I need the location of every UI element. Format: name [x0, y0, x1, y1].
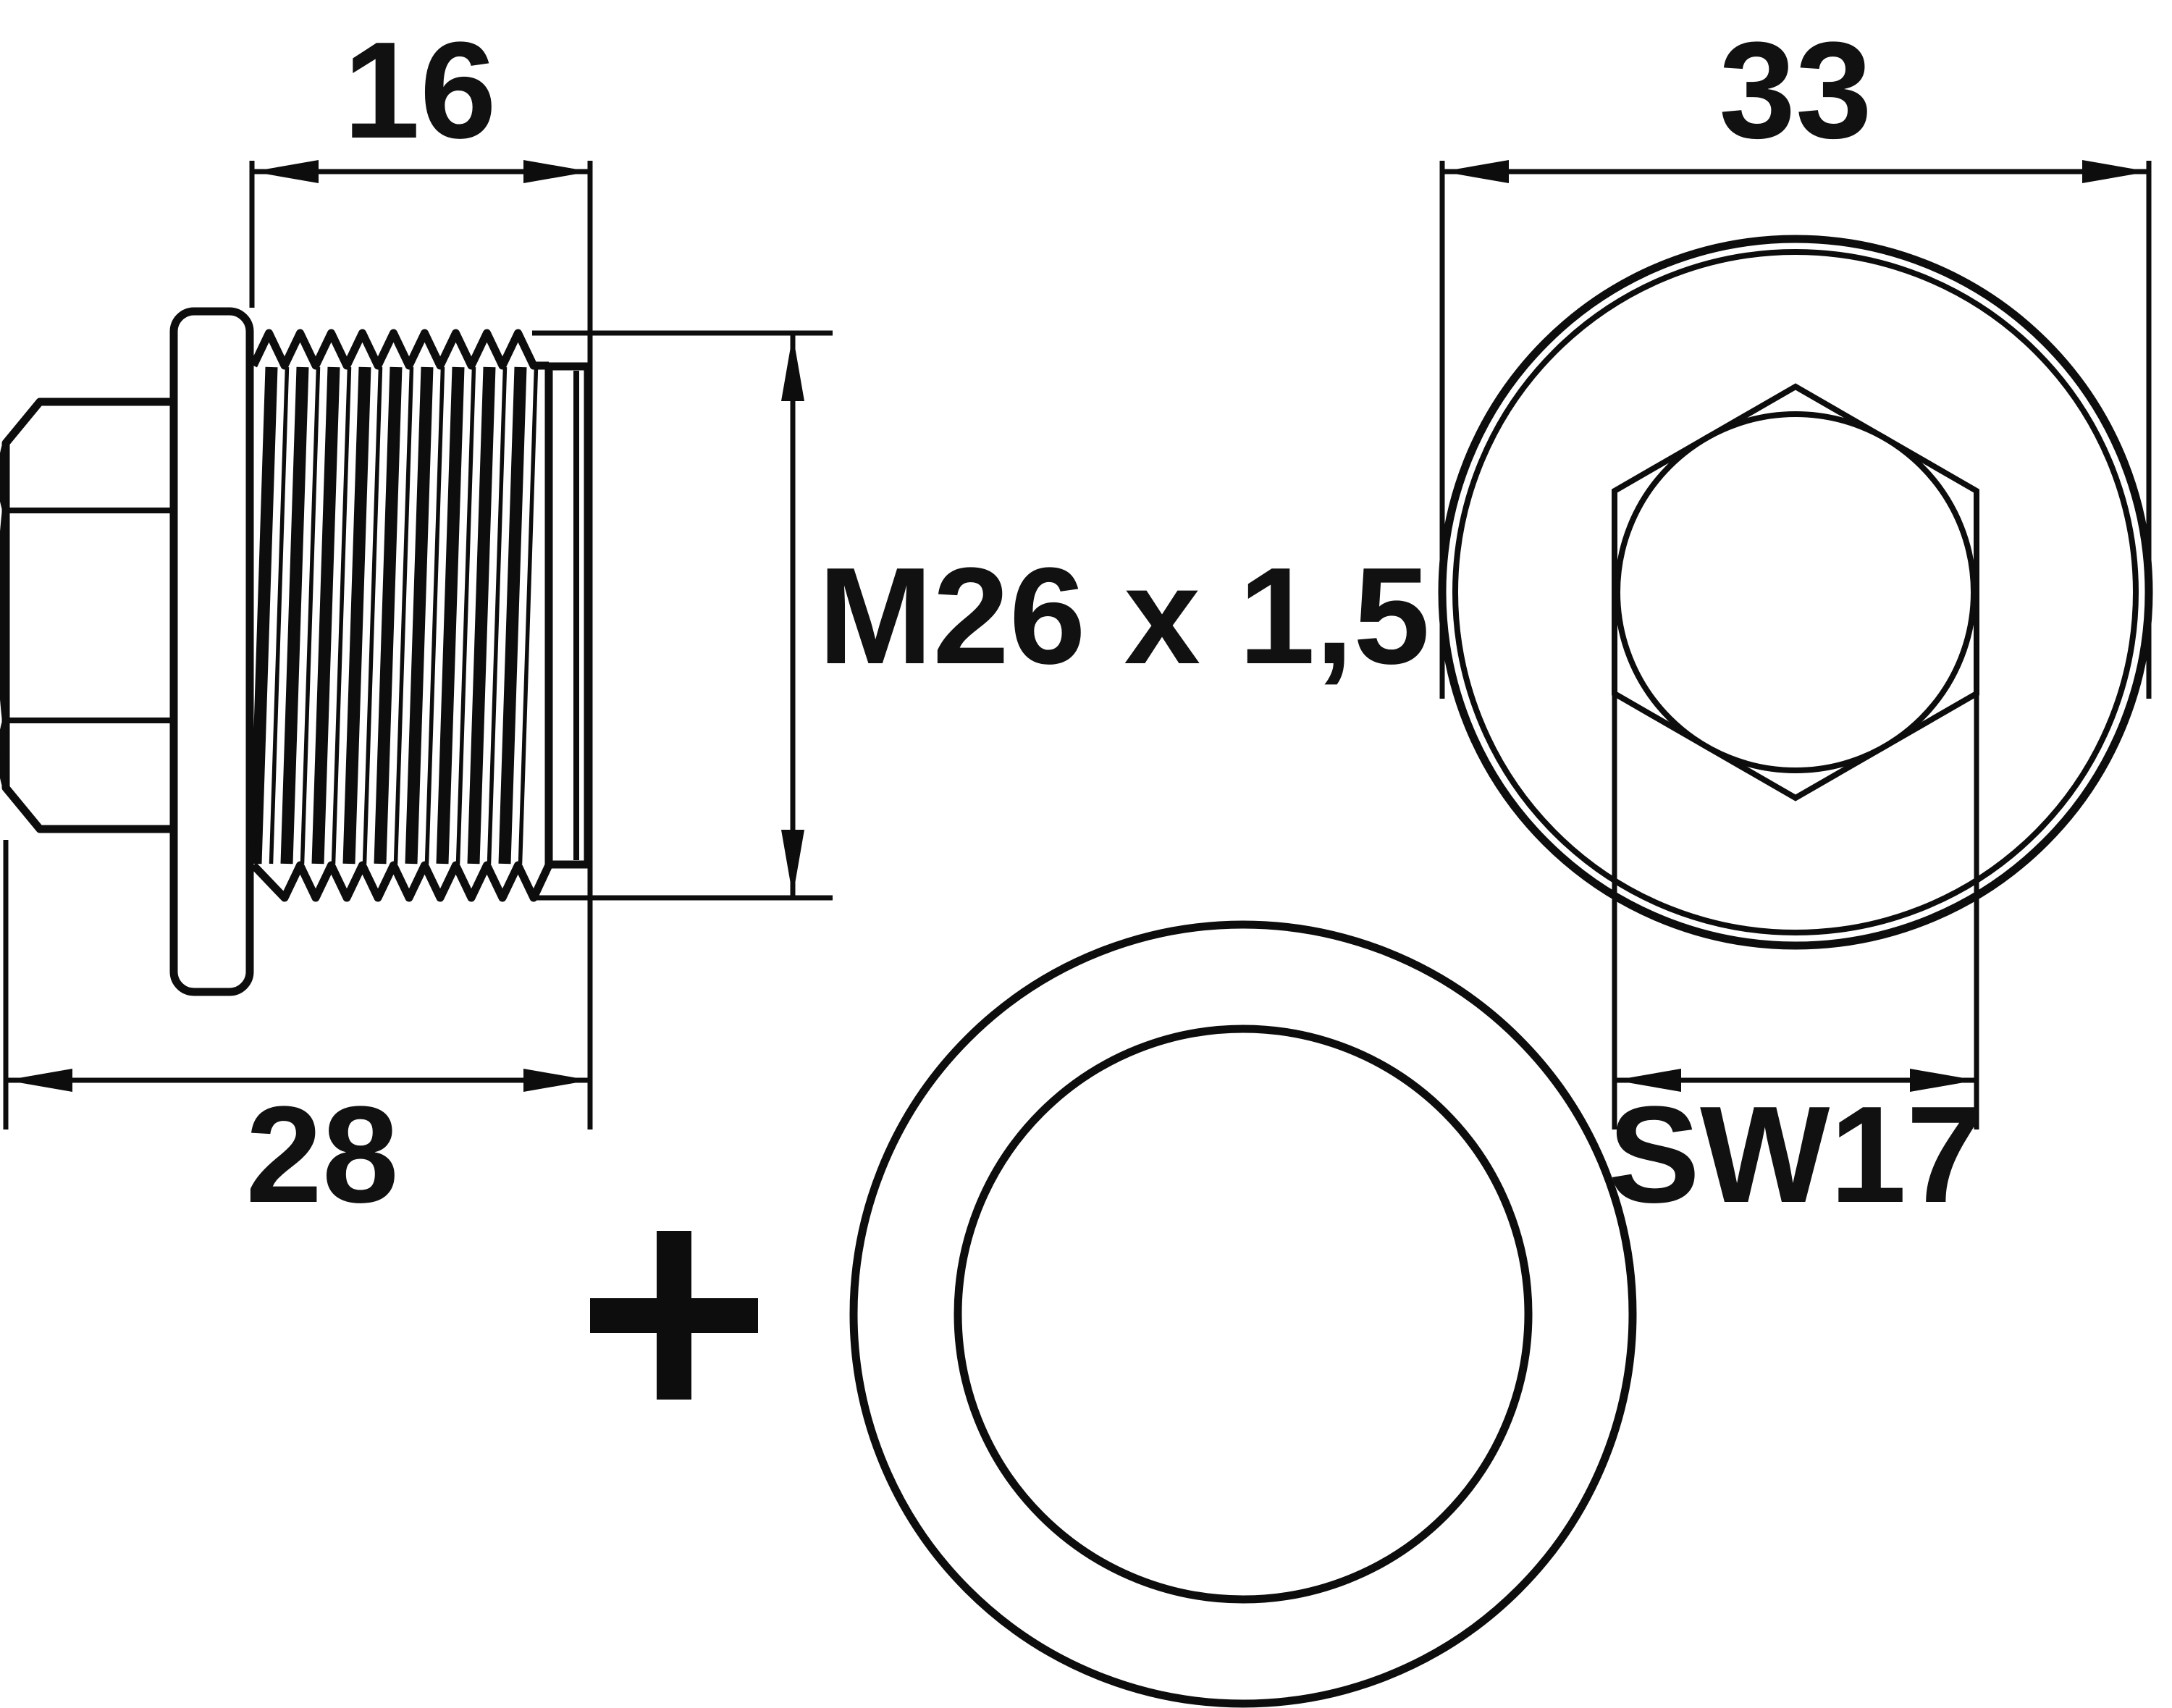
thread-flank-line	[405, 366, 434, 864]
thread-flank-line	[362, 366, 383, 864]
thread-flank-line	[342, 366, 371, 864]
arrowhead-33-right	[2082, 160, 2149, 183]
arrowhead-16-left	[252, 160, 319, 183]
socket-chamfer-circle	[1615, 411, 1977, 773]
label-thread-spec: M26 x 1,5	[818, 539, 1430, 693]
sealing-ring-outer-circle	[849, 920, 1637, 1708]
hex-head-corner-arc-middle	[0, 512, 10, 719]
thread-flank-line	[424, 366, 445, 864]
threaded-body	[249, 329, 552, 902]
thread-flank-line	[487, 366, 508, 864]
arrowhead-33-left	[1442, 160, 1509, 183]
thread-flank-line	[311, 366, 340, 864]
arrowhead-28-right	[523, 1069, 590, 1092]
front-view	[1438, 235, 2153, 950]
thread-tip	[544, 362, 592, 869]
thread-flank-line	[436, 366, 465, 864]
arrowhead-16-right	[523, 160, 590, 183]
thread-flank-line	[374, 366, 403, 864]
thread-flank-line	[300, 366, 321, 864]
front-outer-circle	[1438, 235, 2153, 950]
thread-flank-line	[269, 366, 290, 864]
arrowhead-sw17-right	[1910, 1069, 1977, 1092]
tip-body	[544, 362, 592, 869]
thread-flank-line	[280, 366, 309, 864]
thread-crest-bottom	[251, 861, 552, 902]
dim-thread-length: 16	[249, 14, 593, 1129]
front-inner-rim-circle	[1452, 249, 2139, 935]
plus-icon	[590, 1231, 758, 1400]
label-wrench-size: SW17	[1608, 1078, 1982, 1232]
hex-head	[0, 397, 178, 833]
thread-flank-line	[498, 366, 527, 864]
dim-wrench-size: SW17	[1608, 694, 1983, 1232]
hex-head-outline	[1, 397, 178, 833]
hex-socket	[1612, 383, 1979, 802]
thread-flank-line	[331, 366, 352, 864]
dim-thread-spec: M26 x 1,5	[532, 330, 1430, 901]
label-head-diameter: 33	[1719, 14, 1872, 167]
thread-crest-top	[250, 329, 549, 370]
sealing-ring	[849, 920, 1637, 1708]
flange	[169, 307, 254, 996]
arrowhead-28-left	[6, 1069, 72, 1092]
thread-flank-line	[518, 366, 539, 864]
hex-head-corner-arc-upper	[0, 445, 10, 510]
thread-flank-lines	[249, 366, 539, 864]
label-thread-length: 16	[343, 14, 496, 167]
dim-total-length: 28	[3, 840, 590, 1232]
arrowhead-sw17-left	[1615, 1069, 1681, 1092]
sealing-ring-inner-circle	[954, 1025, 1533, 1604]
thread-flank-line	[467, 366, 496, 864]
hex-socket-outline	[1612, 383, 1979, 802]
arrowhead-m26-bottom	[781, 830, 804, 896]
thread-flank-line	[455, 366, 476, 864]
dim-head-diameter: 33	[1439, 14, 2152, 699]
plus-vertical-bar	[657, 1231, 691, 1400]
side-view	[0, 307, 592, 996]
thread-flank-line	[393, 366, 414, 864]
thread-flank-line	[249, 366, 278, 864]
label-total-length: 28	[245, 1078, 398, 1232]
hex-head-corner-arc-lower	[0, 721, 10, 786]
arrowhead-m26-top	[781, 335, 804, 401]
